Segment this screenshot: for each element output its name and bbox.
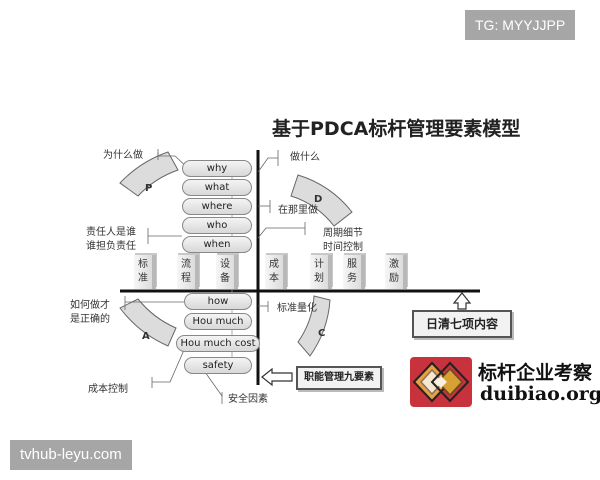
cube-char: 务 bbox=[347, 273, 357, 284]
cube-char: 标 bbox=[138, 259, 148, 270]
pill-how-much-cost: Hou much cost bbox=[176, 335, 260, 352]
label-how-line1: 如何做才 bbox=[70, 300, 110, 311]
label-what: 做什么 bbox=[290, 152, 320, 163]
cube-char: 程 bbox=[181, 273, 191, 284]
label-safety: 安全因素 bbox=[228, 394, 268, 405]
label-cost-control: 成本控制 bbox=[88, 384, 128, 395]
diagram-title: 基于PDCA标杆管理要素模型 bbox=[272, 118, 521, 140]
logo-url: duibiao.org bbox=[480, 383, 600, 405]
quadrant-a-label: A bbox=[142, 331, 150, 342]
watermark-top-right: TG: MYYJJPP bbox=[465, 10, 576, 40]
cube-incentive: 激励 bbox=[385, 255, 407, 289]
logo-diamonds-icon bbox=[412, 361, 470, 403]
pill-safety: safety bbox=[184, 357, 252, 374]
pill-how-much: Hou much bbox=[184, 313, 252, 330]
label-why: 为什么做 bbox=[103, 150, 143, 161]
cube-char: 备 bbox=[220, 273, 230, 284]
quadrant-p-label: P bbox=[145, 183, 153, 194]
cube-char: 服 bbox=[347, 259, 357, 270]
logo-name: 标杆企业考察 bbox=[478, 362, 593, 384]
cube-process: 流程 bbox=[177, 255, 199, 289]
cube-standard: 标准 bbox=[134, 255, 156, 289]
pill-why: why bbox=[182, 160, 252, 177]
cube-char: 设 bbox=[220, 259, 230, 270]
label-when-line2: 时间控制 bbox=[323, 242, 363, 253]
pill-how: how bbox=[184, 293, 252, 310]
cube-service: 服务 bbox=[343, 255, 365, 289]
cube-char: 准 bbox=[138, 273, 148, 284]
logo-badge bbox=[410, 357, 472, 407]
pill-who: who bbox=[182, 217, 252, 234]
cube-equipment: 设备 bbox=[216, 255, 238, 289]
cube-char: 成 bbox=[269, 259, 279, 270]
cube-char: 激 bbox=[389, 259, 399, 270]
cube-char: 划 bbox=[314, 273, 324, 284]
cube-char: 计 bbox=[314, 259, 324, 270]
cube-char: 本 bbox=[269, 273, 279, 284]
cube-plan: 计划 bbox=[310, 255, 332, 289]
daily-seven-items-box: 日清七项内容 bbox=[412, 310, 512, 338]
cube-char: 励 bbox=[389, 273, 399, 284]
watermark-bottom-left: tvhub-leyu.com bbox=[10, 440, 132, 470]
label-when-line1: 周期细节 bbox=[323, 228, 363, 239]
label-how-line2: 是正确的 bbox=[70, 314, 110, 325]
label-who-line1: 责任人是谁 bbox=[86, 227, 136, 238]
cube-cost: 成本 bbox=[265, 255, 287, 289]
pill-when: when bbox=[182, 236, 252, 253]
pill-where: where bbox=[182, 198, 252, 215]
nine-elements-box: 职能管理九要素 bbox=[296, 366, 382, 390]
label-where: 在那里做 bbox=[278, 205, 318, 216]
label-quantify: 标准量化 bbox=[277, 303, 317, 314]
pill-what: what bbox=[182, 179, 252, 196]
quadrant-d-label: D bbox=[314, 194, 323, 205]
quadrant-c-label: C bbox=[318, 328, 326, 339]
label-who-line2: 谁担负责任 bbox=[86, 241, 136, 252]
cube-char: 流 bbox=[181, 259, 191, 270]
